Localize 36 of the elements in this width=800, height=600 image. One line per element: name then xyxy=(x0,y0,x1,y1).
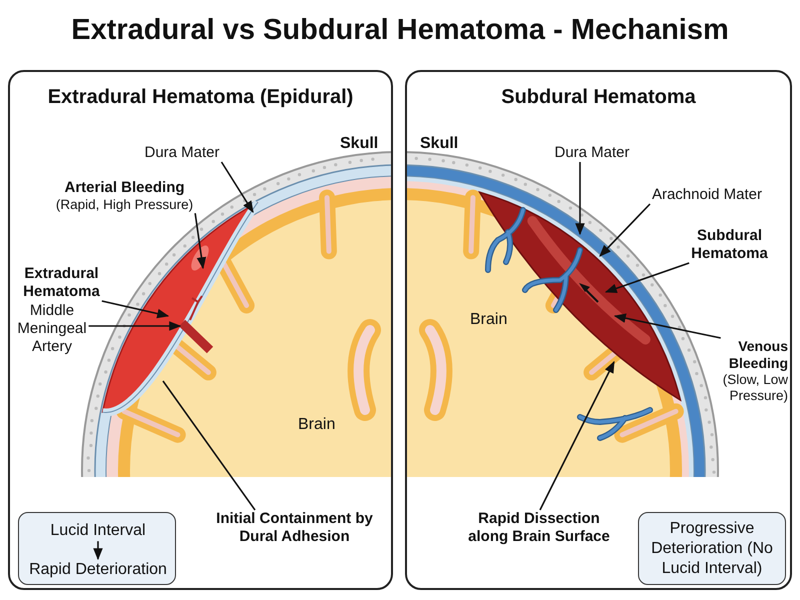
brain-label: Brain xyxy=(298,416,336,434)
part-label: Extradural Hematoma xyxy=(22,265,101,301)
skull-label: Skull xyxy=(340,135,378,153)
summary-text: Progressive Deterioration (No Lucid Interval) xyxy=(650,518,774,578)
arrow xyxy=(220,162,254,214)
stage-text: Lucid Interval xyxy=(49,521,147,540)
panel xyxy=(405,70,792,590)
arrow xyxy=(604,262,690,293)
part-label: Dura Mater xyxy=(143,144,221,162)
brain-label: Brain xyxy=(470,311,508,329)
arrow xyxy=(599,203,651,257)
part-label: Venous Bleeding xyxy=(728,338,788,372)
summary-box xyxy=(638,512,786,585)
label-note: (Rapid, High Pressure) xyxy=(54,197,194,214)
arrow xyxy=(614,314,721,339)
arrow xyxy=(93,541,103,560)
arrow xyxy=(102,300,170,318)
label-note: (Slow, Low Pressure) xyxy=(722,372,788,404)
callout-text: Rapid Dissection along Brain Surface xyxy=(467,510,611,546)
arrow xyxy=(88,321,182,331)
part-label: Dura Mater xyxy=(553,144,631,162)
summary-box xyxy=(18,512,176,585)
panel-heading: Extradural Hematoma (Epidural) xyxy=(46,86,354,109)
part-label: Subdural Hematoma xyxy=(690,227,769,263)
arrow xyxy=(575,162,585,236)
arrow xyxy=(539,360,615,510)
part-label: Middle Meningeal Artery xyxy=(16,302,88,356)
callout-text: Initial Containment by Dural Adhesion xyxy=(215,510,374,546)
part-label: Arachnoid Mater xyxy=(650,186,764,204)
skull-label: Skull xyxy=(420,135,458,153)
panel xyxy=(8,70,393,590)
part-label: Arterial Bleeding xyxy=(63,179,186,197)
diagram-title: Extradural vs Subdural Hematoma - Mechanism xyxy=(70,14,730,47)
panel-heading: Subdural Hematoma xyxy=(500,86,697,109)
leader-line xyxy=(162,380,256,510)
stage-text: Rapid Deterioration xyxy=(28,560,168,580)
